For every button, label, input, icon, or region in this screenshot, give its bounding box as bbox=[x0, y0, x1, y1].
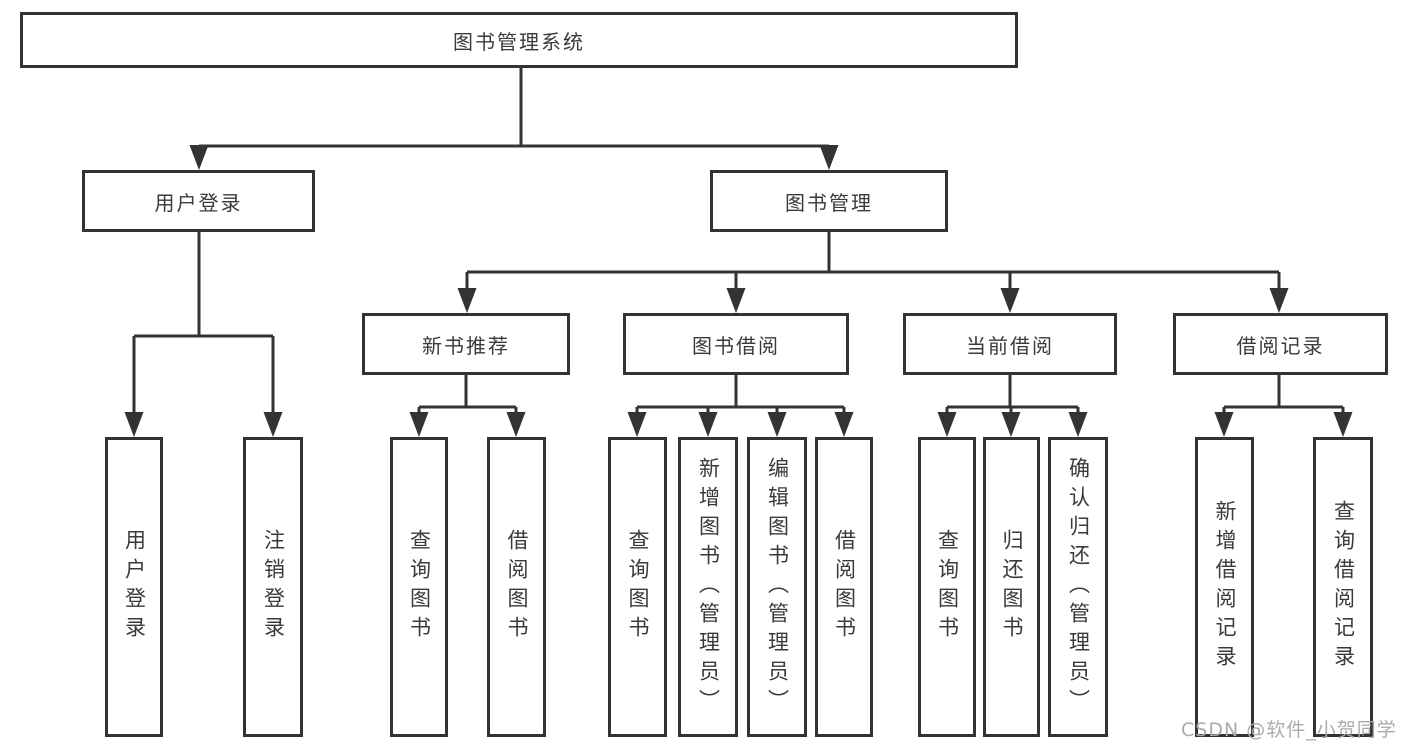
node-label: 用户登录 bbox=[122, 529, 147, 645]
leaf-edit-book-admin: 编辑图书（管理员） bbox=[747, 437, 807, 737]
leaf-return-books: 归还图书 bbox=[983, 437, 1040, 737]
arrowhead-icon bbox=[1068, 412, 1088, 437]
arrowhead-icon bbox=[1269, 288, 1289, 313]
node-label: 新增图书（管理员） bbox=[696, 456, 721, 718]
arrowhead-icon bbox=[937, 412, 957, 437]
leaf-borrowing-query-books: 查询图书 bbox=[608, 437, 667, 737]
arrowhead-icon bbox=[409, 412, 429, 437]
node-label: 图书管理系统 bbox=[453, 29, 585, 54]
node-label: 借阅记录 bbox=[1236, 333, 1325, 358]
arrowhead-icon bbox=[767, 412, 787, 437]
node-label: 图书借阅 bbox=[692, 333, 780, 358]
node-book-management: 图书管理 bbox=[710, 170, 948, 232]
node-label: 图书管理 bbox=[785, 190, 873, 215]
arrowhead-icon bbox=[819, 145, 839, 170]
node-label: 新书推荐 bbox=[422, 333, 510, 358]
node-borrowing-records: 借阅记录 bbox=[1173, 313, 1388, 375]
arrowhead-icon bbox=[189, 145, 209, 170]
arrowheads bbox=[124, 145, 1353, 437]
arrowhead-icon bbox=[1214, 412, 1234, 437]
node-label: 当前借阅 bbox=[966, 333, 1054, 358]
arrowhead-icon bbox=[627, 412, 647, 437]
leaf-user-login: 用户登录 bbox=[105, 437, 163, 737]
arrowhead-icon bbox=[1001, 412, 1021, 437]
node-label: 借阅图书 bbox=[505, 529, 529, 645]
node-label: 注销登录 bbox=[261, 529, 286, 645]
leaf-current-query-books: 查询图书 bbox=[918, 437, 976, 737]
leaf-confirm-return-admin: 确认归还（管理员） bbox=[1048, 437, 1108, 737]
node-label: 借阅图书 bbox=[832, 529, 857, 645]
csdn-watermark: CSDN @软件_小贺同学 bbox=[1181, 719, 1397, 741]
node-label: 确认归还（管理员） bbox=[1066, 456, 1091, 718]
leaf-borrowing-borrow-books: 借阅图书 bbox=[815, 437, 873, 737]
arrowhead-icon bbox=[726, 288, 746, 313]
arrowhead-icon bbox=[263, 412, 283, 437]
arrowhead-icon bbox=[457, 288, 477, 313]
leaf-query-borrow-record: 查询借阅记录 bbox=[1313, 437, 1373, 737]
node-label: 编辑图书（管理员） bbox=[765, 456, 790, 718]
node-book-borrowing: 图书借阅 bbox=[623, 313, 849, 375]
node-label: 用户登录 bbox=[154, 190, 243, 215]
node-current-borrowing: 当前借阅 bbox=[903, 313, 1117, 375]
arrowhead-icon bbox=[698, 412, 718, 437]
node-label: 查询图书 bbox=[935, 529, 960, 645]
node-label: 查询图书 bbox=[626, 529, 650, 645]
node-label: 归还图书 bbox=[1000, 529, 1024, 645]
leaf-recommend-borrow-books: 借阅图书 bbox=[487, 437, 546, 737]
leaf-add-borrow-record: 新增借阅记录 bbox=[1195, 437, 1254, 737]
arrowhead-icon bbox=[834, 412, 854, 437]
node-new-book-recommendation: 新书推荐 bbox=[362, 313, 570, 375]
leaf-add-book-admin: 新增图书（管理员） bbox=[678, 437, 738, 737]
node-library-system: 图书管理系统 bbox=[20, 12, 1018, 68]
arrowhead-icon bbox=[1333, 412, 1353, 437]
node-user-login: 用户登录 bbox=[82, 170, 315, 232]
arrowhead-icon bbox=[124, 412, 144, 437]
node-label: 查询借阅记录 bbox=[1331, 500, 1356, 674]
leaf-logout: 注销登录 bbox=[243, 437, 303, 737]
arrowhead-icon bbox=[506, 412, 526, 437]
node-label: 查询图书 bbox=[407, 529, 432, 645]
node-label: 新增借阅记录 bbox=[1213, 500, 1237, 674]
leaf-recommend-query-books: 查询图书 bbox=[390, 437, 448, 737]
arrowhead-icon bbox=[1000, 288, 1020, 313]
